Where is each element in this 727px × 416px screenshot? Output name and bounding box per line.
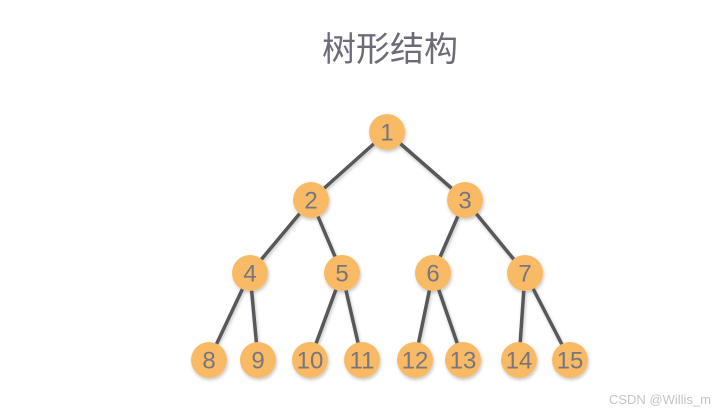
tree-node-2: 2 (293, 182, 329, 218)
tree-node-circle (445, 342, 481, 378)
tree-node-14: 14 (501, 342, 537, 378)
tree-node-1: 1 (369, 114, 405, 150)
tree-edges (207, 130, 572, 362)
tree-node-10: 10 (292, 342, 328, 378)
tree-node-circle (324, 255, 360, 291)
tree-node-circle (344, 342, 380, 378)
tree-node-label: 1 (380, 120, 393, 147)
tree-node-label: 7 (518, 261, 531, 288)
tree-node-circle (447, 182, 483, 218)
tree-node-circle (232, 255, 268, 291)
page-title: 树形结构 (322, 31, 458, 69)
tree-node-circle (292, 342, 328, 378)
tree-node-7: 7 (507, 255, 543, 291)
tree-node-label: 15 (557, 348, 584, 375)
tree-node-label: 3 (458, 188, 471, 215)
tree-node-circle (293, 182, 329, 218)
tree-node-label: 2 (304, 188, 317, 215)
tree-node-11: 11 (344, 342, 380, 378)
tree-node-label: 6 (426, 261, 439, 288)
tree-node-label: 9 (251, 348, 264, 375)
tree-node-circle (240, 342, 276, 378)
tree-node-5: 5 (324, 255, 360, 291)
tree-node-label: 11 (350, 348, 375, 375)
tree-node-circle (397, 342, 433, 378)
tree-node-circle (415, 255, 451, 291)
tree-node-label: 10 (297, 348, 324, 375)
watermark: CSDN @Willis_m (609, 392, 711, 407)
tree-node-3: 3 (447, 182, 483, 218)
tree-node-12: 12 (397, 342, 433, 378)
tree-node-15: 15 (552, 342, 588, 378)
tree-node-label: 14 (506, 348, 533, 375)
tree-node-circle (552, 342, 588, 378)
tree-node-label: 8 (202, 348, 215, 375)
tree-node-13: 13 (445, 342, 481, 378)
tree-node-6: 6 (415, 255, 451, 291)
tree-node-label: 5 (335, 261, 348, 288)
tree-node-9: 9 (240, 342, 276, 378)
tree-node-8: 8 (191, 342, 227, 378)
tree-node-circle (369, 114, 405, 150)
tree-node-circle (501, 342, 537, 378)
tree-node-label: 13 (450, 348, 477, 375)
tree-node-label: 4 (243, 261, 256, 288)
tree-node-circle (507, 255, 543, 291)
tree-node-4: 4 (232, 255, 268, 291)
tree-node-label: 12 (402, 348, 429, 375)
tree-node-circle (191, 342, 227, 378)
